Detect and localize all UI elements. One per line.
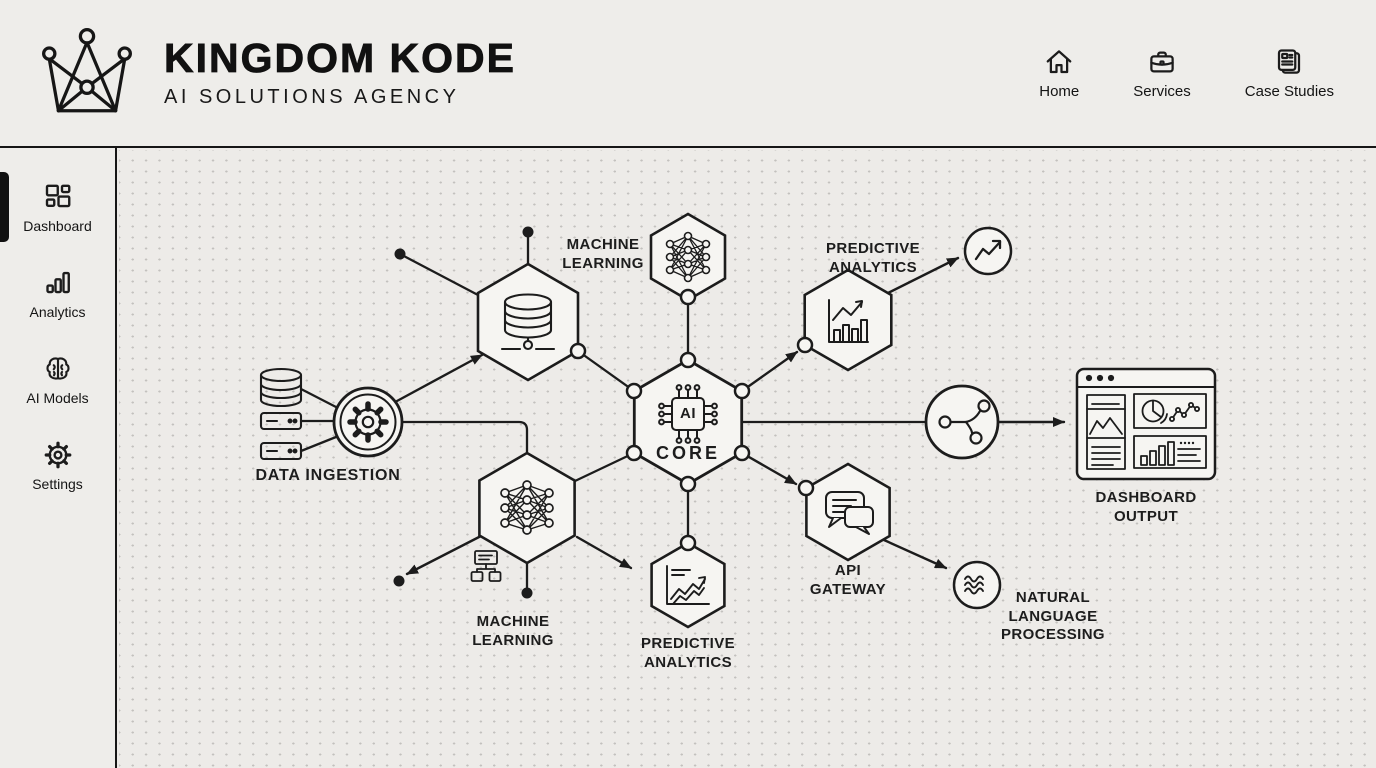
data-ingestion-node gear-icon[interactable] bbox=[332, 386, 404, 458]
sidebar-item-analytics[interactable]: Analytics bbox=[0, 258, 115, 328]
label-dashboard-output: DASHBOARD OUTPUT bbox=[1095, 489, 1197, 525]
arrow-lines bbox=[395, 256, 1066, 576]
label-predictive-analytics-top: PREDICTIVE ANALYTICS bbox=[825, 240, 921, 276]
machine-learning-bottom-node neural-network-icon[interactable] bbox=[478, 451, 576, 565]
gear-icon bbox=[44, 441, 71, 469]
endpoint-dots bbox=[393, 226, 534, 599]
nav-label: Home bbox=[1039, 82, 1080, 100]
nav-item-case-studies[interactable]: Case Studies bbox=[1245, 47, 1334, 100]
share-hub-node share-hub-icon[interactable] bbox=[924, 384, 1000, 460]
label-ai-chip: AI bbox=[680, 405, 696, 422]
sidebar-label: AI Models bbox=[26, 390, 89, 406]
sidebar-label: Analytics bbox=[29, 304, 86, 320]
label-ai-core: CORE bbox=[655, 443, 721, 463]
label-machine-learning-bottom: MACHINE LEARNING bbox=[472, 613, 554, 649]
sidebar-item-ai-models[interactable]: AI Models bbox=[0, 344, 115, 414]
label-predictive-analytics-bottom: PREDICTIVE ANALYTICS bbox=[640, 635, 736, 671]
analytics-bars-icon bbox=[45, 271, 70, 294]
vertex-nodes bbox=[569, 288, 815, 552]
machine-learning-top-node neural-network-icon[interactable] bbox=[649, 212, 727, 302]
predictive-analytics-top-node bar-chart-icon[interactable] bbox=[803, 268, 893, 372]
ai-pipeline-diagram bbox=[259, 212, 1217, 629]
dashboard-grid-icon bbox=[45, 184, 70, 208]
brand-name: KINGDOM KODE bbox=[164, 34, 516, 81]
label-api-gateway: API GATEWAY bbox=[809, 562, 887, 598]
data-sources database-icon server-icon bbox=[259, 367, 303, 461]
predictive-analytics-bottom-node trend-chart-icon[interactable] bbox=[650, 541, 726, 629]
sidebar-item-settings[interactable]: Settings bbox=[0, 430, 115, 500]
api-gateway-node chat-bubbles-icon[interactable] bbox=[805, 462, 891, 562]
dashboard-output-node browser-window-icon[interactable] bbox=[1075, 367, 1217, 481]
database-node database-icon[interactable] bbox=[476, 262, 580, 382]
brand-tagline: AI SOLUTIONS AGENCY bbox=[164, 86, 460, 109]
nlp-node waves-icon[interactable] bbox=[952, 560, 1002, 610]
label-nlp: NATURAL LANGUAGE PROCESSING bbox=[1000, 589, 1106, 644]
label-data-ingestion: DATA INGESTION bbox=[255, 467, 401, 484]
nav-label: Case Studies bbox=[1244, 82, 1334, 100]
briefcase-icon bbox=[1150, 51, 1174, 72]
brain-icon bbox=[45, 357, 70, 380]
brand[interactable]: KINGDOM KODE AI SOLUTIONS AGENCY bbox=[36, 24, 516, 122]
nav-item-home[interactable]: Home bbox=[1039, 47, 1079, 100]
brand-text: KINGDOM KODE AI SOLUTIONS AGENCY bbox=[164, 34, 516, 109]
header: KINGDOM KODE AI SOLUTIONS AGENCY Home bbox=[0, 0, 1376, 148]
top-nav: Home Services bbox=[1039, 47, 1334, 100]
sidebar-label: Dashboard bbox=[23, 218, 92, 234]
crown-network-icon bbox=[42, 28, 132, 113]
sidebar: Dashboard Analytics AI Models bbox=[0, 148, 117, 768]
connection-lines bbox=[299, 230, 928, 590]
trend-arrow-node trend-arrow-icon[interactable] bbox=[963, 226, 1013, 276]
sidebar-label: Settings bbox=[32, 476, 83, 492]
home-icon bbox=[1046, 49, 1072, 73]
sitemap-icon bbox=[470, 550, 502, 582]
diagram-canvas bbox=[119, 150, 1376, 768]
nav-label: Services bbox=[1133, 82, 1191, 100]
case-studies-icon bbox=[1278, 48, 1301, 74]
label-machine-learning-top: MACHINE LEARNING bbox=[562, 236, 644, 272]
sidebar-item-dashboard[interactable]: Dashboard bbox=[0, 172, 115, 242]
nav-item-services[interactable]: Services bbox=[1133, 47, 1191, 100]
